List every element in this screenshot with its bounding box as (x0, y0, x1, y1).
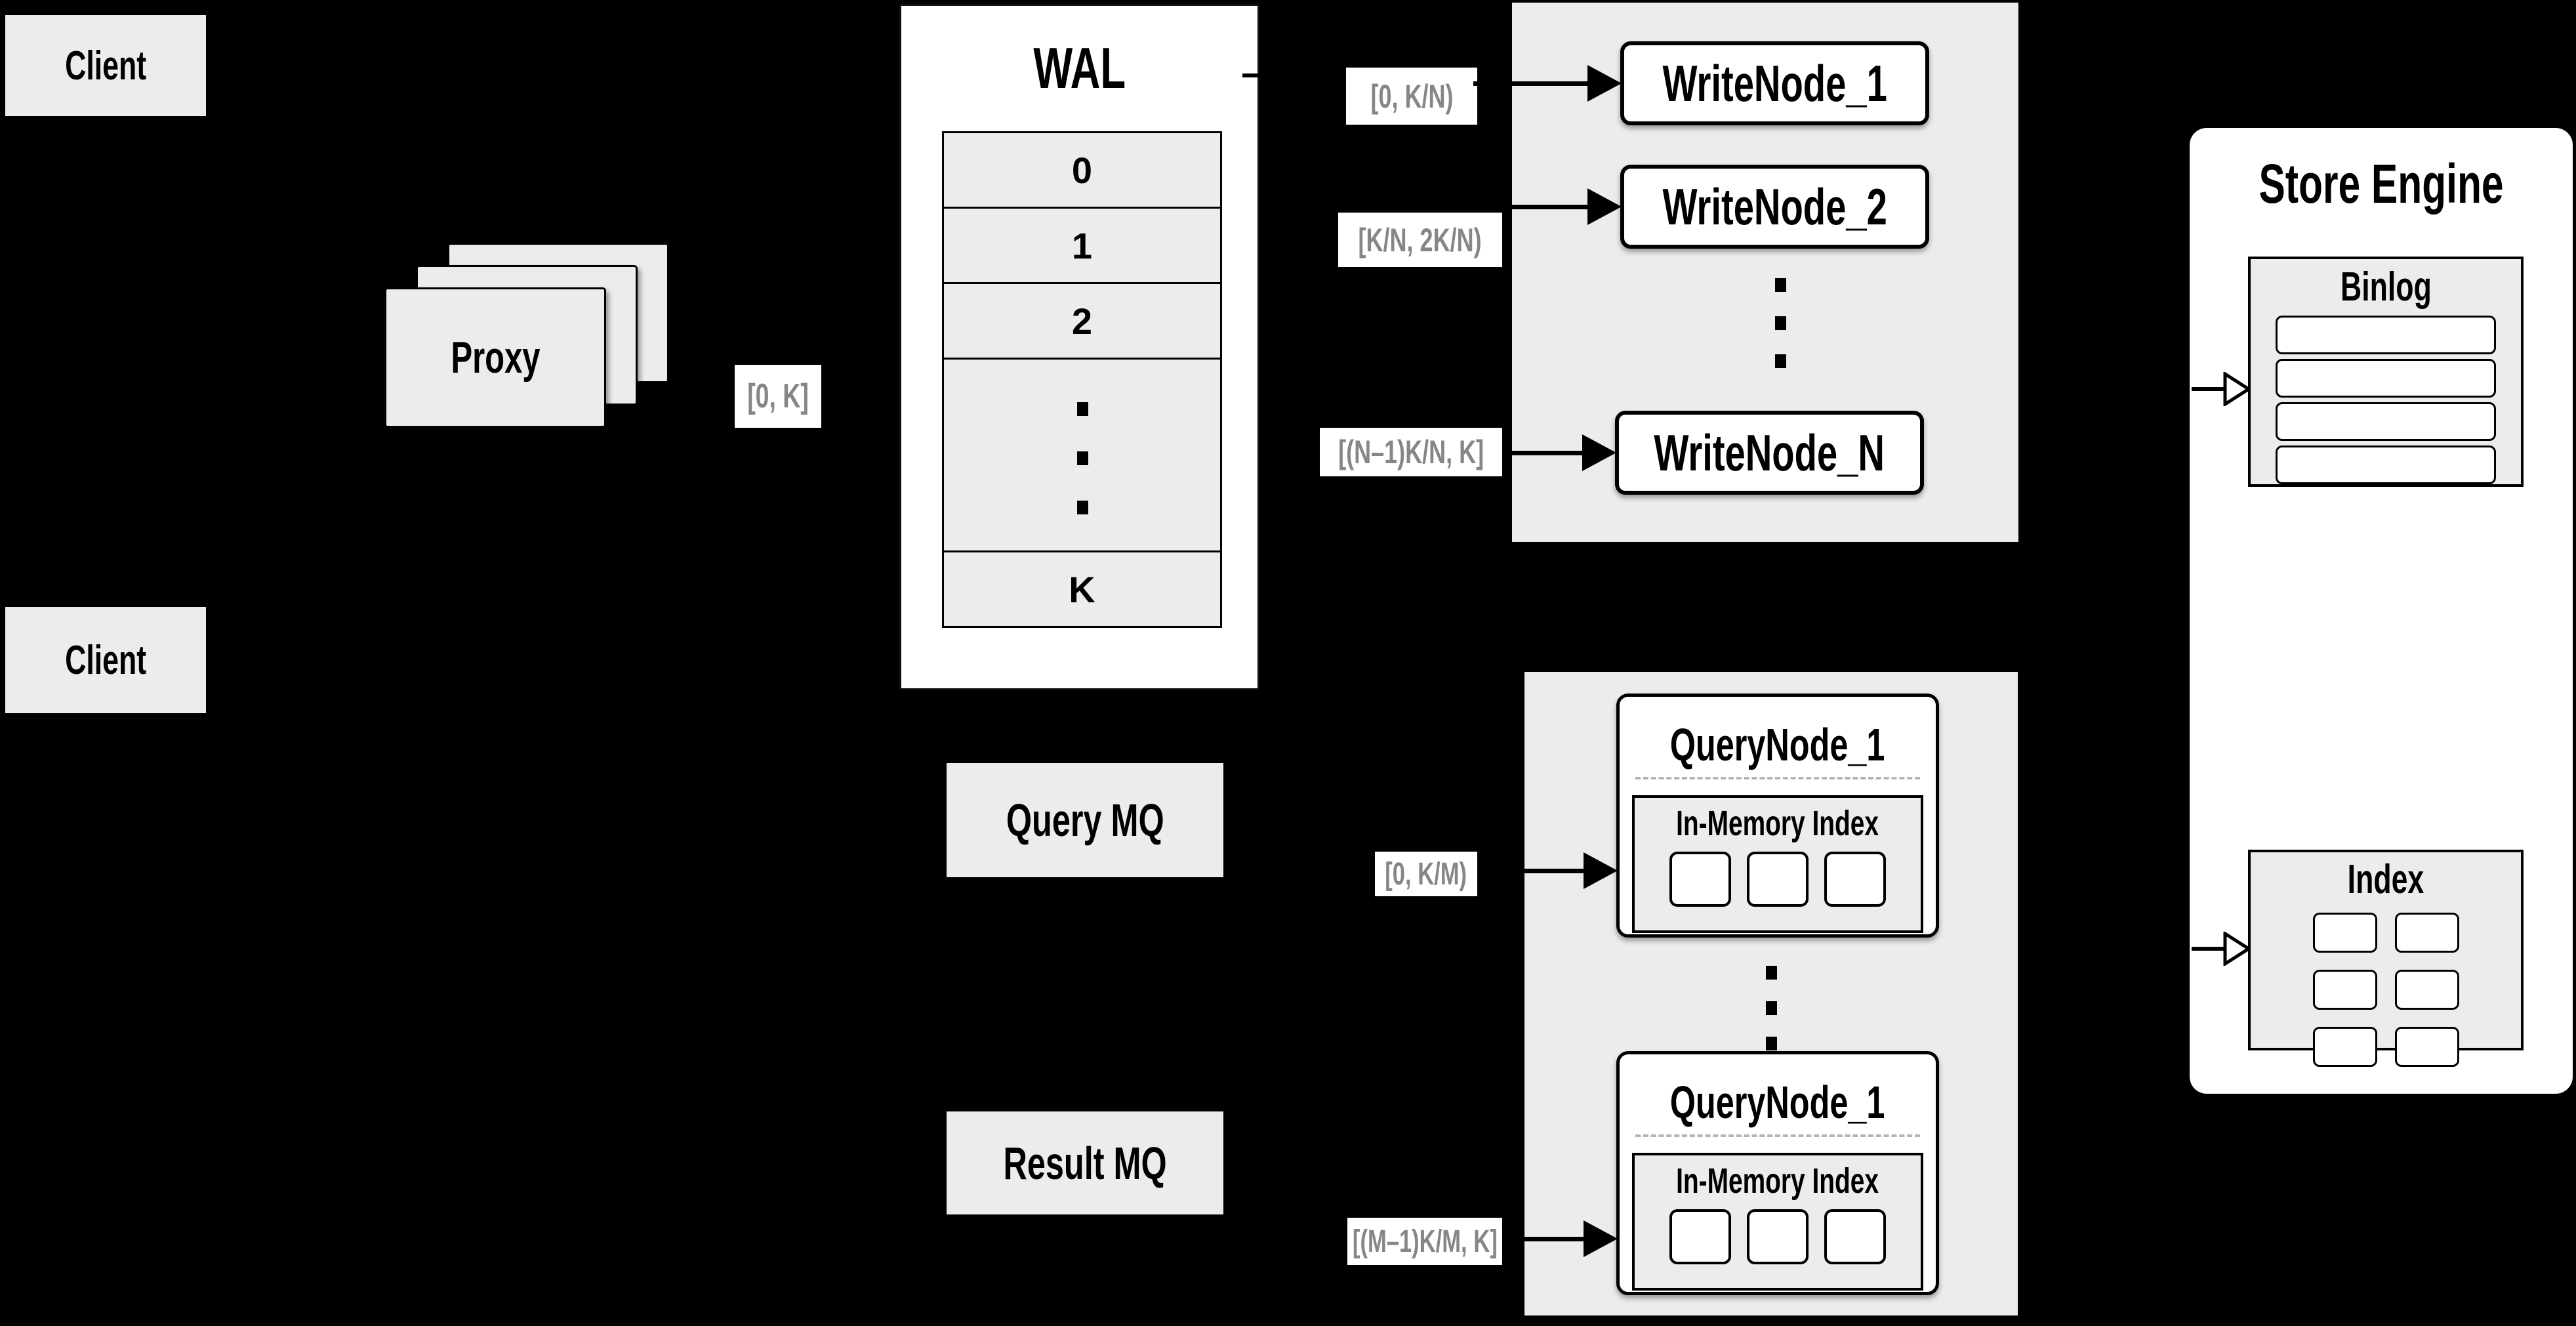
wal-segment-row: K (942, 550, 1222, 628)
query-node-bottom-title: QueryNode_1 (1670, 1077, 1885, 1128)
range-label-proxy-out: [0, K] (735, 365, 821, 428)
wal-out-stub-line (1242, 73, 1259, 77)
hollow-arrowhead-icon (2223, 932, 2251, 966)
memory-segment (1747, 852, 1809, 907)
dashed-divider (1635, 1134, 1920, 1137)
query-node-top: QueryNode_1 In-Memory Index (1616, 694, 1939, 938)
index-cell (2312, 1027, 2377, 1067)
range-label-query-last: [(M–1)K/M, K] (1347, 1218, 1502, 1265)
in-memory-index-box: In-Memory Index (1632, 1153, 1923, 1291)
index-box: Index (2248, 850, 2524, 1067)
in-memory-index-title: In-Memory Index (1676, 804, 1879, 843)
memory-segments (1635, 1209, 1921, 1264)
memory-segment (1824, 852, 1886, 907)
dashed-divider (1635, 777, 1920, 779)
index-title: Index (2347, 856, 2424, 902)
wal-segment-row: 0 (942, 131, 1222, 209)
memory-segment (1824, 1209, 1886, 1264)
binlog-row (2276, 359, 2496, 398)
client-box-bottom: Client (3, 605, 208, 715)
binlog-row (2276, 402, 2496, 441)
write-node-n: WriteNode_N (1615, 411, 1924, 495)
arrowhead-icon (1587, 188, 1622, 225)
query-node-top-title: QueryNode_1 (1670, 719, 1885, 770)
client-box-top: Client (3, 13, 208, 118)
binlog-box: Binlog (2248, 257, 2524, 487)
in-memory-index-box: In-Memory Index (1632, 795, 1923, 933)
wal-segment-row: 2 (942, 282, 1222, 360)
client-top-label: Client (64, 43, 146, 89)
wal-title: WAL (1033, 35, 1126, 100)
hollow-arrowhead-icon (2223, 372, 2251, 406)
index-cell (2394, 970, 2459, 1010)
wal-ellipsis-row (942, 358, 1222, 552)
memory-segment (1747, 1209, 1809, 1264)
arrowhead-icon (1584, 852, 1618, 889)
index-cell (2312, 913, 2377, 953)
index-cell (2394, 1027, 2459, 1067)
index-cell (2394, 913, 2459, 953)
binlog-rows (2251, 316, 2521, 484)
arrowhead-icon (1587, 65, 1622, 102)
proxy-card-front: Proxy (384, 287, 606, 428)
memory-segment (1669, 1209, 1731, 1264)
arrowhead-icon (1584, 1220, 1618, 1257)
range-label-write-n: [(N–1)K/N, K] (1320, 428, 1502, 476)
binlog-row (2276, 445, 2496, 484)
result-mq-box: Result MQ (945, 1109, 1225, 1216)
client-bottom-label: Client (64, 637, 146, 683)
query-node-bottom: QueryNode_1 In-Memory Index (1616, 1051, 1939, 1295)
index-cells (2278, 913, 2494, 1067)
binlog-title: Binlog (2340, 264, 2432, 310)
range-label-query-first: [0, K/M) (1375, 852, 1477, 896)
store-engine-title: Store Engine (2259, 152, 2504, 215)
proxy-label: Proxy (450, 333, 541, 383)
index-cell (2312, 970, 2377, 1010)
in-memory-index-title: In-Memory Index (1676, 1161, 1879, 1201)
wal-segment-row: 1 (942, 207, 1222, 284)
memory-segments (1635, 852, 1921, 907)
range-label-write-2: [K/N, 2K/N) (1338, 213, 1502, 267)
query-mq-box: Query MQ (945, 761, 1225, 879)
arrowhead-icon (1582, 434, 1616, 471)
write-node-1: WriteNode_1 (1620, 41, 1929, 125)
binlog-row (2276, 316, 2496, 354)
memory-segment (1669, 852, 1731, 907)
range-label-write-1: [0, K/N) (1346, 68, 1477, 125)
write-node-2: WriteNode_2 (1620, 165, 1929, 249)
